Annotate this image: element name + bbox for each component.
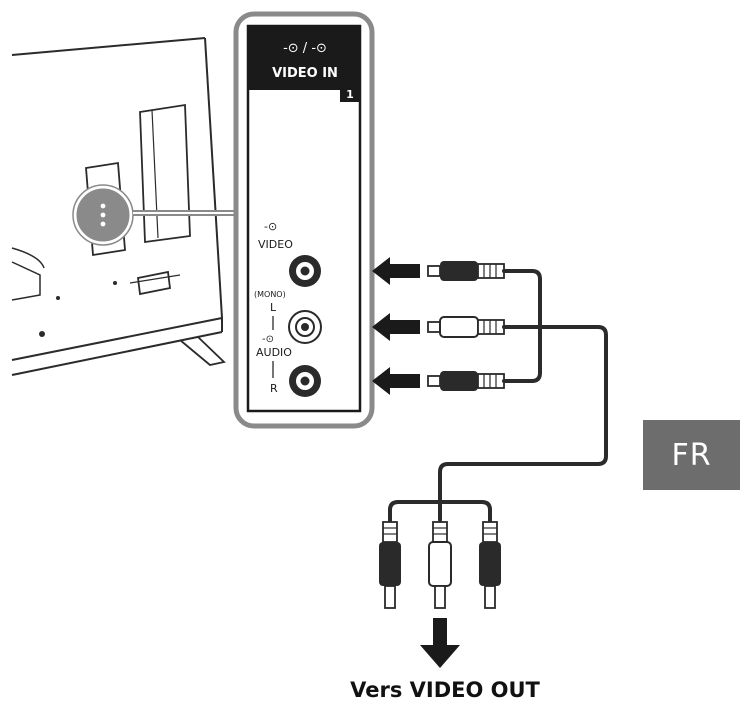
- rca-plug-video-vertical: [379, 521, 401, 609]
- video-jack: [289, 255, 321, 287]
- arrow-down-icon: [420, 618, 460, 668]
- input-number: 1: [346, 88, 354, 101]
- port-highlight-icon: [72, 184, 134, 246]
- rca-plug-audio-l-horizontal: [427, 316, 505, 338]
- audio-jack-icon: -⊙: [262, 334, 274, 345]
- arrow-left-audio-r-icon: [372, 367, 420, 395]
- video-jack-icon: -⊙: [264, 220, 277, 233]
- cables: [388, 269, 608, 524]
- connector-panel: [233, 11, 375, 429]
- audio-left-jack: [288, 310, 322, 344]
- video-label: VIDEO: [258, 238, 293, 251]
- right-label: R: [270, 382, 278, 395]
- mono-label: (MONO): [254, 290, 286, 299]
- audio-right-jack: [289, 365, 321, 397]
- audio-label: AUDIO: [256, 346, 292, 359]
- input-icons-text: -⊙ / -⊙: [283, 41, 327, 56]
- rca-plug-audio-r-horizontal: [427, 371, 505, 391]
- arrow-left-video-icon: [372, 257, 420, 285]
- left-label: L: [270, 301, 277, 314]
- panel-header-label: VIDEO IN: [272, 66, 338, 81]
- rca-plug-video-horizontal: [427, 261, 505, 281]
- arrow-left-audio-l-icon: [372, 313, 420, 341]
- rca-plug-audio-l-vertical: [428, 521, 452, 609]
- rca-plug-audio-r-vertical: [479, 521, 501, 609]
- tv-back: [11, 37, 226, 376]
- caption: Vers VIDEO OUT: [350, 678, 540, 702]
- language-tab: FR: [643, 420, 740, 490]
